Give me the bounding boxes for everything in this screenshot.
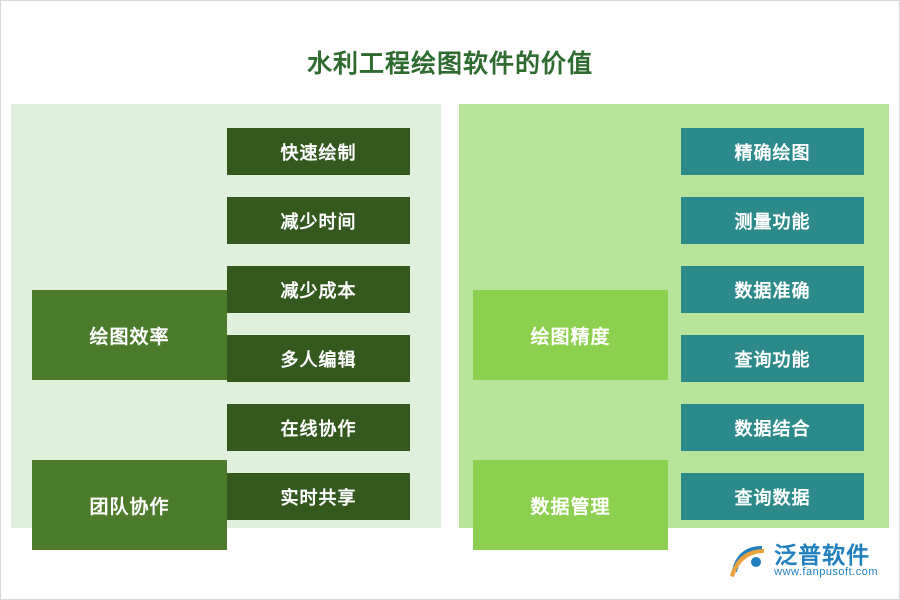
item-box-reduce-cost[interactable]: 减少成本: [227, 266, 410, 313]
panel-right: 绘图精度 数据管理 精确绘图 测量功能 数据准确 查询功能 数据结合 查询数据: [459, 104, 889, 550]
group-label: 绘图效率: [89, 326, 170, 348]
item-label: 在线协作: [280, 418, 357, 439]
item-box-fast-drawing[interactable]: 快速绘制: [227, 128, 410, 175]
fanpu-logo-icon: [726, 540, 768, 582]
group-box-data-management[interactable]: 数据管理: [473, 460, 668, 550]
group-box-drawing-precision[interactable]: 绘图精度: [473, 290, 668, 380]
item-label: 查询数据: [734, 487, 811, 508]
logo-name: 泛普软件: [774, 542, 871, 569]
item-label: 测量功能: [734, 211, 811, 232]
item-box-online-collaboration[interactable]: 在线协作: [227, 404, 410, 451]
panel-left: 绘图效率 团队协作 快速绘制 减少时间 减少成本 多人编辑 在线协作 实时共享: [11, 104, 441, 550]
group-label: 绘图精度: [530, 326, 611, 348]
logo-text: 泛普软件 www.fanpusoft.com: [774, 543, 878, 579]
group-label: 团队协作: [89, 496, 170, 518]
item-label: 数据结合: [734, 418, 811, 439]
page-title: 水利工程绘图软件的价值: [306, 50, 593, 78]
logo: 泛普软件 www.fanpusoft.com: [726, 540, 878, 582]
item-label: 查询功能: [734, 349, 811, 370]
item-box-multi-user-editing[interactable]: 多人编辑: [227, 335, 410, 382]
item-box-query-data[interactable]: 查询数据: [681, 473, 864, 520]
group-box-drawing-efficiency[interactable]: 绘图效率: [32, 290, 227, 380]
item-label: 精确绘图: [734, 142, 811, 163]
item-box-query-function[interactable]: 查询功能: [681, 335, 864, 382]
item-box-realtime-sharing[interactable]: 实时共享: [227, 473, 410, 520]
item-label: 多人编辑: [280, 349, 357, 370]
item-label: 减少成本: [280, 280, 357, 301]
item-box-data-combination[interactable]: 数据结合: [681, 404, 864, 451]
item-box-accurate-data[interactable]: 数据准确: [681, 266, 864, 313]
logo-url: www.fanpusoft.com: [774, 566, 878, 579]
item-label: 减少时间: [280, 211, 357, 232]
group-box-team-collaboration[interactable]: 团队协作: [32, 460, 227, 550]
item-label: 实时共享: [280, 487, 357, 508]
group-label: 数据管理: [530, 496, 611, 518]
item-box-measurement-function[interactable]: 测量功能: [681, 197, 864, 244]
item-label: 快速绘制: [280, 142, 357, 163]
item-box-precise-drawing[interactable]: 精确绘图: [681, 128, 864, 175]
item-label: 数据准确: [734, 280, 811, 301]
item-box-reduce-time[interactable]: 减少时间: [227, 197, 410, 244]
